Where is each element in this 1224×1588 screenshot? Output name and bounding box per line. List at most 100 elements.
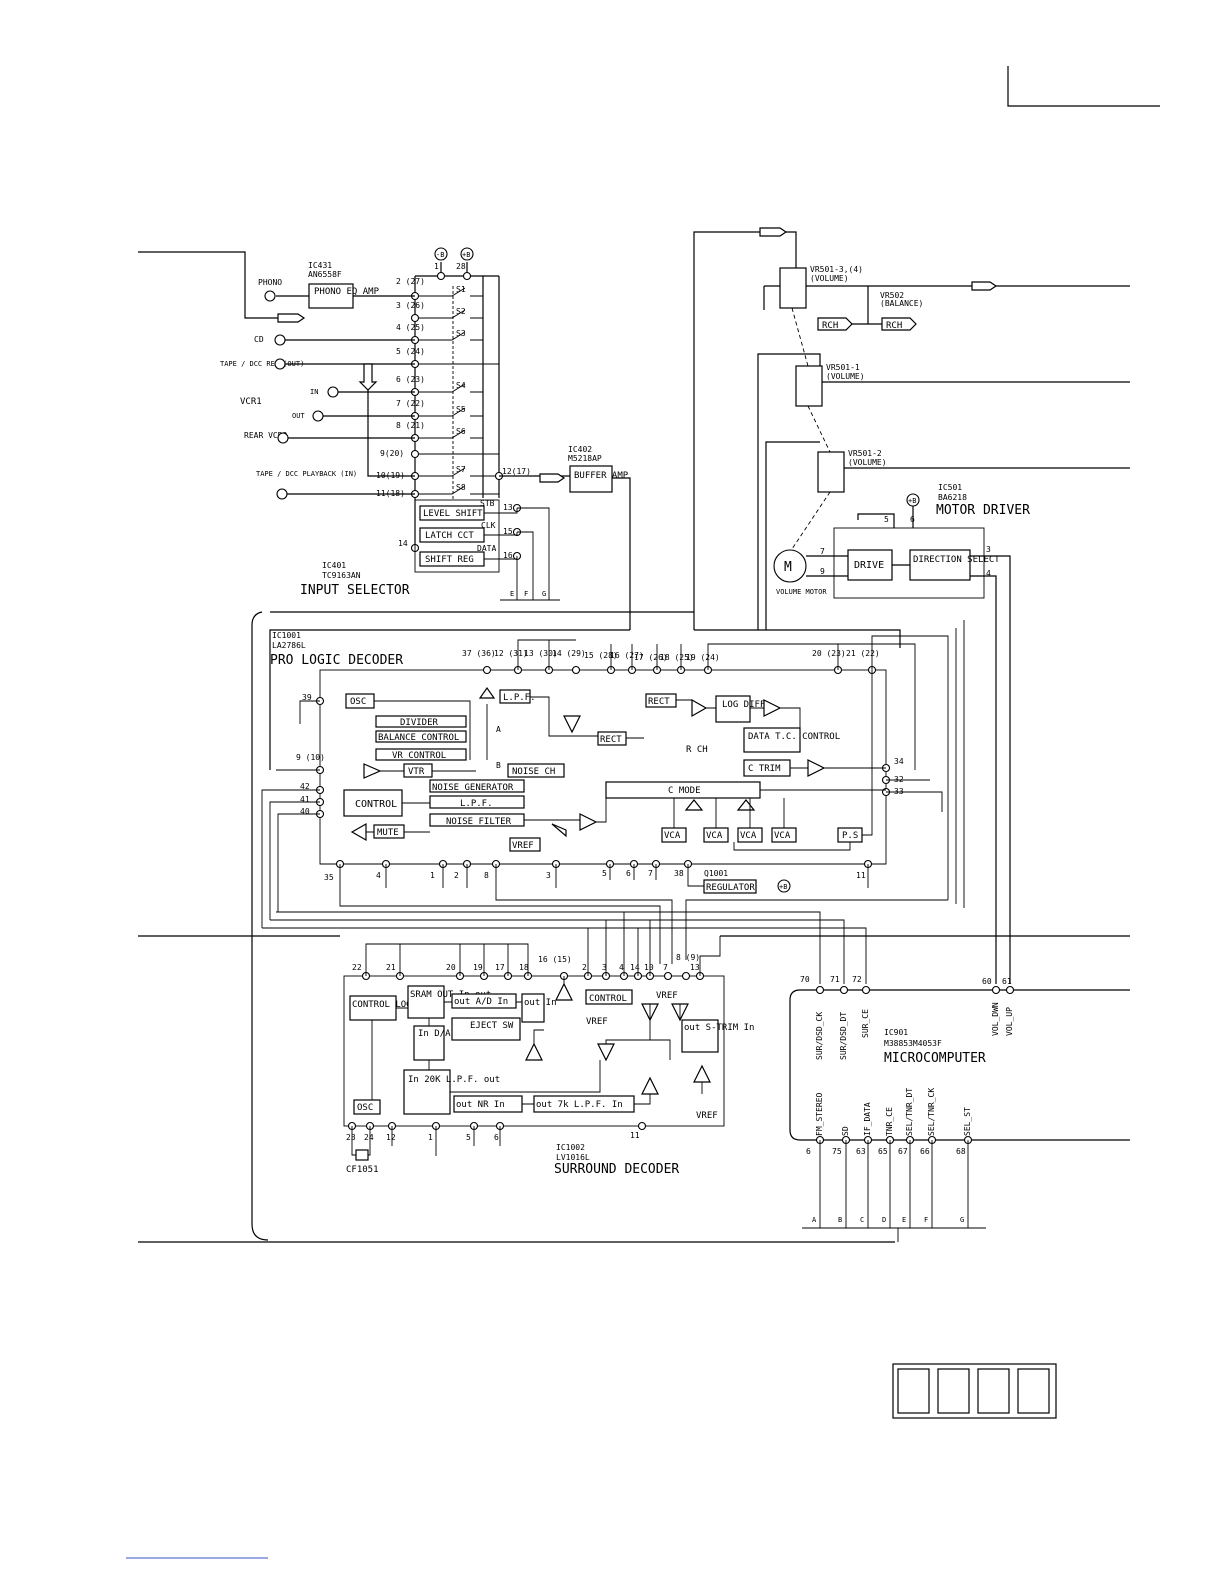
svg-text:21: 21 <box>386 963 396 972</box>
ic501-pin-9: 9 <box>820 567 825 576</box>
svg-text:12 (31): 12 (31) <box>494 649 528 658</box>
ic1001-ref: IC1001 <box>272 631 301 640</box>
ic501-part: BA6218 <box>938 493 967 502</box>
switch-s1: S1 <box>456 285 466 294</box>
signal-clk: CLK <box>481 521 496 530</box>
ic1001-pin-39: 39 <box>302 693 312 702</box>
ic401-pin-12: 12(17) <box>502 467 531 476</box>
vcr1-wires <box>323 391 415 417</box>
ic431-phono-amp: IC431 AN6558F PHONO EQ AMP <box>276 261 415 309</box>
ic1001-pin-32: 32 <box>894 775 904 784</box>
svg-text:20: 20 <box>446 963 456 972</box>
regulator-supply-symbol <box>777 879 791 893</box>
ps-label: P.S <box>842 831 858 841</box>
vr501-3-pot <box>779 267 807 309</box>
ic901-frame <box>789 989 1130 1141</box>
vr501-2-label: VR501-2 <box>848 449 882 458</box>
vca-label-1: VCA <box>664 831 681 841</box>
input-vcr1-in-label: IN <box>310 388 318 396</box>
control-label-1002: CONTROL <box>589 994 627 1004</box>
svg-text:12: 12 <box>386 1133 396 1142</box>
vtr-label: VTR <box>408 767 425 777</box>
switch-s4: S4 <box>456 381 466 390</box>
svg-text:10: 10 <box>644 963 654 972</box>
noise-ch-label: NOISE CH <box>512 767 555 777</box>
da-label: In D/A out <box>418 1029 472 1039</box>
ic501-motor-driver: IC501 BA6218 MOTOR DRIVER DRIVE DIRECTIO… <box>773 483 1030 984</box>
svg-text:20 (23): 20 (23) <box>812 649 846 658</box>
vr-control-block <box>375 748 467 761</box>
regulator-label: REGULATOR <box>706 883 755 893</box>
osc-label-1002: OSC <box>357 1103 373 1113</box>
ic501-ref: IC501 <box>938 483 962 492</box>
switch-s8: S8 <box>456 483 466 492</box>
vref-block-1001 <box>509 837 541 852</box>
pin-sel-st: SEL_ST <box>963 1107 972 1136</box>
ic401-pin-14: 14 <box>398 539 408 548</box>
lpf-7k-label: out 7k L.P.F. In <box>536 1100 623 1110</box>
ic401-pin-6: 6 (23) <box>396 375 425 384</box>
vr501-1-label: VR501-1 <box>826 363 860 372</box>
svg-text:70: 70 <box>800 975 810 984</box>
vref-label-1001: VREF <box>512 841 534 851</box>
svg-text:3: 3 <box>602 963 607 972</box>
ic501-pin-3: 3 <box>986 545 991 554</box>
data-tc-control-label: DATA T.C. CONTROL <box>748 732 840 742</box>
ic401-ref: IC401 <box>322 561 346 570</box>
pin-sur-ce: SUR_CE <box>861 1009 870 1038</box>
svg-text:4: 4 <box>619 963 624 972</box>
pin-vol-dwn: VOL_DWN <box>991 1002 1000 1036</box>
ad-block <box>451 993 517 1009</box>
vr501-2-pot <box>817 451 845 493</box>
balance-control-label: BALANCE CONTROL <box>378 733 459 743</box>
page-box-4 <box>1017 1368 1050 1414</box>
sram-block <box>407 985 445 1019</box>
ic1001-top-pins: 37 (36) 12 (31) 13 (30) 14 (29) 15 (28) … <box>462 649 880 662</box>
s-trim-block <box>681 1019 719 1053</box>
volume-section: VR501-3,(4) (VOLUME) VR502 (BALANCE) RCH… <box>693 231 1130 630</box>
pin-sd: SD <box>841 1126 850 1136</box>
input-vcr1-out-label: OUT <box>292 412 305 420</box>
switch-s6: S6 <box>456 427 466 436</box>
svg-text:19 (24): 19 (24) <box>686 653 720 662</box>
svg-text:6: 6 <box>806 1147 811 1156</box>
log-diff-label: LOG DIFF <box>722 700 765 710</box>
svg-text:5: 5 <box>466 1133 471 1142</box>
svg-text:68: 68 <box>956 1147 966 1156</box>
svg-text:3: 3 <box>546 871 551 880</box>
supply-plus-symbol <box>460 247 474 261</box>
svg-text:11: 11 <box>856 871 866 880</box>
rect-block-2 <box>645 693 677 708</box>
ic501-pin-7: 7 <box>820 547 825 556</box>
crystal-label: CF1051 <box>346 1165 379 1175</box>
input-jacks: PHONO CD TAPE / DCC REC (OUT) VCR1 IN OU… <box>220 278 415 500</box>
nr-label: out NR In <box>456 1100 505 1110</box>
buffer-amp-label: BUFFER AMP <box>574 471 629 481</box>
signal-arrows <box>277 227 998 483</box>
control-label-1001: CONTROL <box>355 799 397 810</box>
lpf-label-2: L.P.F. <box>503 693 536 703</box>
ic501-pin-5: 5 <box>884 515 889 524</box>
ic1001-pin-42: 42 <box>300 782 310 791</box>
svg-text:13 (30): 13 (30) <box>524 649 558 658</box>
ic401-pin-5: 5 (24) <box>396 347 425 356</box>
supply-plus-label: +B <box>462 251 470 259</box>
svg-text:63: 63 <box>856 1147 866 1156</box>
ic401-pin-15: 15 <box>503 527 513 536</box>
ic1002-bottom-pins: 23 24 12 1 5 6 11 <box>346 1131 640 1142</box>
svg-text:14 (29): 14 (29) <box>552 649 586 658</box>
vr501-2-sub: (VOLUME) <box>848 458 887 467</box>
phono-eq-amp-block <box>308 283 354 309</box>
ic401-bus-wires <box>484 507 560 601</box>
vr501-1-feed <box>757 353 821 630</box>
ic1001-right-wiring <box>886 779 943 812</box>
bus-e-2: E <box>902 1216 906 1224</box>
mcu-feed-wires <box>955 620 965 908</box>
switch-s2: S2 <box>456 307 466 316</box>
svg-text:67: 67 <box>898 1147 908 1156</box>
jack-tape-rec <box>274 358 286 370</box>
switch-b-label: B <box>496 761 501 770</box>
svg-text:16 (15): 16 (15) <box>538 955 572 964</box>
